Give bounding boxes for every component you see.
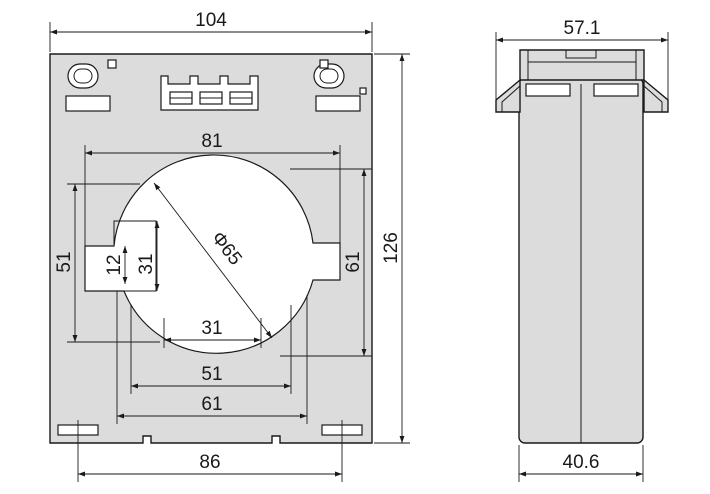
dim-61-vertical: 61 [280, 168, 372, 357]
dim-57-1: 57.1 [495, 18, 669, 100]
label-81: 81 [201, 131, 222, 152]
side-top-cap [519, 49, 645, 81]
label-31-vertical: 31 [136, 253, 157, 274]
dim-126: 126 [374, 53, 410, 444]
label-61-horizontal: 61 [201, 394, 222, 415]
dim-51-vertical: 51 [54, 183, 160, 343]
dim-81: 81 [84, 131, 341, 246]
label-126: 126 [381, 232, 402, 264]
terminal-block [160, 75, 259, 111]
dim-104: 104 [49, 10, 373, 52]
dim-61-horizontal: 61 [116, 291, 308, 424]
dim-31-horizontal: 31 [163, 318, 262, 348]
label-57-1: 57.1 [564, 18, 601, 39]
dim-12: 12 [104, 246, 128, 284]
label-51-horizontal: 51 [201, 364, 222, 385]
label-31-horizontal: 31 [201, 318, 222, 339]
label-40-6: 40.6 [563, 452, 600, 473]
side-view [495, 49, 669, 444]
mount-slot-top-right [313, 63, 345, 89]
dim-40-6: 40.6 [518, 445, 644, 482]
label-12: 12 [104, 254, 125, 275]
label-61-vertical: 61 [343, 251, 364, 272]
dim-51-horizontal: 51 [130, 305, 292, 394]
label-104: 104 [195, 10, 227, 31]
label-86: 86 [199, 452, 220, 473]
label-51-vertical: 51 [54, 251, 75, 272]
dim-86: 86 [77, 420, 343, 482]
mount-slot-top-left [67, 63, 99, 89]
